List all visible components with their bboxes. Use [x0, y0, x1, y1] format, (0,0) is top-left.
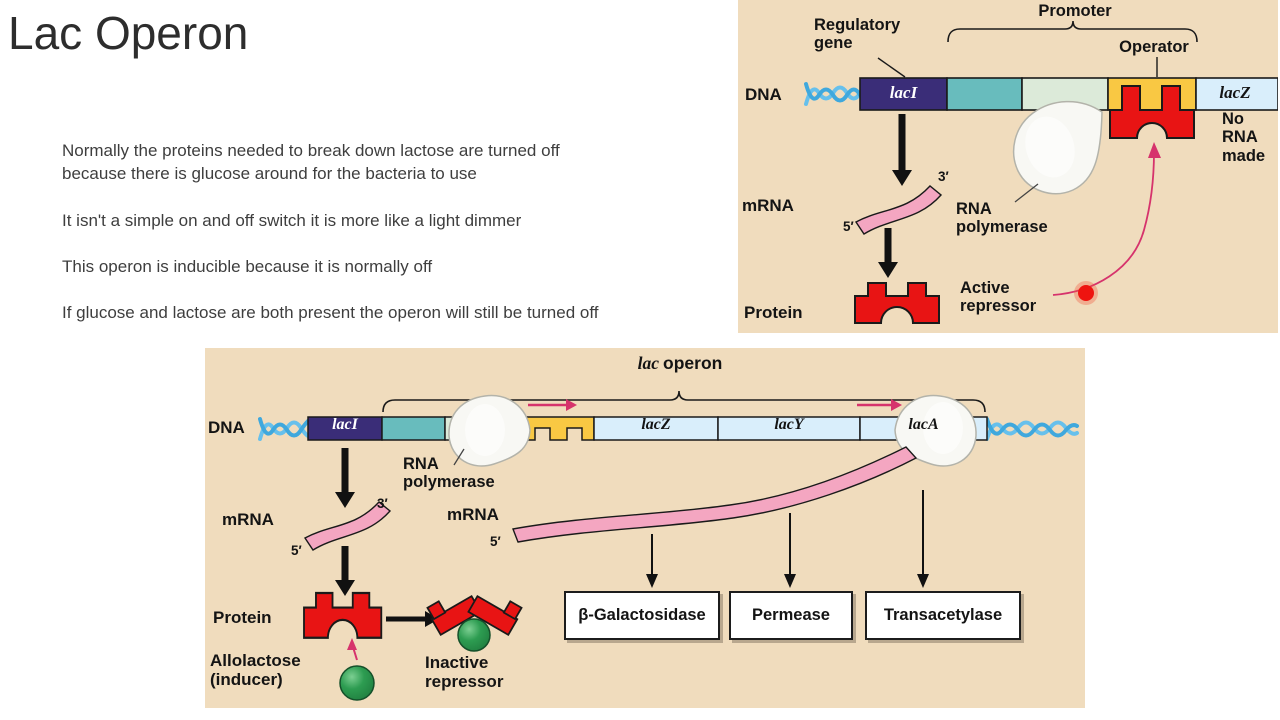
dna-helix-left-icon — [258, 417, 310, 441]
top-diagram-graphics — [804, 20, 1278, 324]
regulatory-gene-label: Regulatory gene — [814, 16, 901, 53]
gene-lacy-label: lacY — [774, 416, 804, 433]
lac-operon-title-regular: operon — [663, 353, 723, 373]
promoter-segment-teal — [946, 77, 1023, 111]
transcription-direction-arrow-2 — [857, 399, 902, 411]
three-prime-label-left: 3′ — [377, 496, 388, 511]
gene-laci-label: lacI — [332, 416, 358, 433]
five-prime-label-center: 5′ — [490, 534, 501, 549]
product-box-permease: Permease — [729, 591, 853, 640]
lac-operon-title-italic: lac — [637, 353, 660, 373]
allolactose-label: Allolactose (inducer) — [210, 651, 301, 690]
gene-lacz-label: lacZ — [1219, 83, 1251, 102]
gene-laca-label: lacA — [908, 416, 939, 433]
dna-label: DNA — [208, 418, 245, 437]
regulatory-gene-pointer-line — [877, 57, 906, 78]
protein-label: Protein — [213, 608, 272, 627]
inducer-binding-arrow — [347, 638, 358, 661]
dna-helix-left-icon — [804, 82, 862, 106]
repressor-protein-shape — [854, 282, 940, 324]
operator-segment-empty — [521, 416, 595, 441]
active-repressor-dot — [1078, 285, 1094, 301]
bullet-4: If glucose and lactose are both present … — [62, 303, 599, 322]
inactive-repressor-label: Inactive repressor — [425, 653, 504, 692]
bullet-1: Normally the proteins needed to break do… — [62, 141, 560, 184]
bullet-3: This operon is inducible because it is n… — [62, 257, 433, 276]
product-arrow-1 — [646, 534, 658, 588]
five-prime-label-left: 5′ — [291, 543, 302, 558]
five-prime-label: 5′ — [843, 219, 854, 234]
protein-label: Protein — [744, 303, 803, 322]
repressor-protein-shape — [303, 591, 383, 639]
bullet-2: It isn't a simple on and off switch it i… — [62, 211, 522, 230]
inactive-repressor-shape — [426, 594, 523, 652]
operator-label: Operator — [1119, 38, 1189, 56]
mrna-label: mRNA — [742, 196, 794, 215]
mrna-ribbon — [855, 185, 942, 235]
promoter-segment-teal — [381, 416, 446, 441]
rna-polymerase-blob-right — [894, 394, 977, 467]
page-title: Lac Operon — [8, 7, 249, 59]
bound-repressor-shape — [1109, 85, 1195, 139]
product-box-transacetylase: Transacetylase — [865, 591, 1021, 640]
no-rna-made-label: No RNA made — [1222, 110, 1266, 165]
transcription-arrow — [335, 448, 355, 508]
gene-lacz-segment — [1195, 77, 1278, 111]
dna-label: DNA — [745, 85, 782, 104]
rna-polymerase-blob — [1012, 100, 1103, 195]
allolactose-molecule — [339, 665, 375, 701]
product-box-beta-galactosidase: β-Galactosidase — [564, 591, 720, 640]
rna-polymerase-pointer-line — [453, 448, 465, 466]
three-prime-label: 3′ — [938, 169, 949, 184]
promoter-label: Promoter — [1038, 2, 1112, 20]
transcription-direction-arrow-1 — [528, 399, 577, 411]
active-repressor-label: Active repressor — [960, 279, 1037, 316]
product-arrow-3 — [917, 490, 929, 588]
dna-helix-right-icon — [985, 417, 1079, 441]
gene-lacz-label: lacZ — [641, 416, 671, 433]
rna-polymerase-label: RNA polymerase — [956, 200, 1048, 237]
top-diagram-panel: Regulatory gene Promoter Operator DNA la… — [738, 0, 1278, 333]
transcription-arrow — [892, 114, 912, 186]
operon-mrna-ribbon — [512, 446, 918, 543]
rna-polymerase-blob-left — [448, 394, 531, 467]
product-arrow-2 — [784, 513, 796, 588]
translation-arrow — [335, 546, 355, 596]
mrna-label-center: mRNA — [447, 505, 499, 524]
bottom-diagram-graphics — [258, 390, 1079, 701]
translation-arrow — [878, 228, 898, 278]
rna-polymerase-label: RNA polymerase — [403, 455, 495, 492]
gene-laci-label: lacI — [889, 83, 918, 102]
rna-polymerase-pointer-line — [1014, 183, 1039, 203]
promoter-brace — [947, 20, 1198, 43]
bound-inducer-molecule — [457, 618, 491, 652]
mrna-label-left: mRNA — [222, 510, 274, 529]
lac-operon-brace — [382, 390, 986, 413]
